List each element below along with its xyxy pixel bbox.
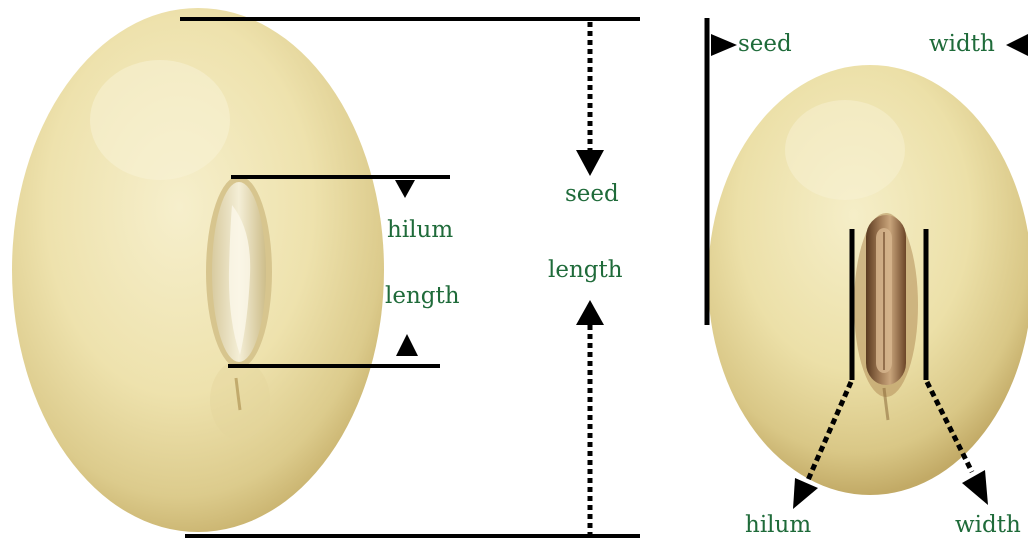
down-left-arrow-icon xyxy=(793,478,818,509)
left-seed xyxy=(12,8,384,532)
left-hilum-label: hilum xyxy=(387,219,453,242)
down-right-arrow-icon xyxy=(962,470,988,505)
right-seed-label: seed xyxy=(738,33,792,56)
left-arrow-icon xyxy=(1006,34,1028,56)
right-arrow-icon xyxy=(711,34,737,56)
right-seed xyxy=(708,65,1028,495)
seed-label: seed xyxy=(565,183,619,206)
left-length-label: length xyxy=(385,285,460,308)
up-arrow-icon xyxy=(396,334,418,356)
bottom-hilum-label: hilum xyxy=(745,514,811,537)
down-arrow-icon xyxy=(576,150,604,176)
seed-length-label: length xyxy=(548,259,623,282)
left-hilum xyxy=(206,176,272,368)
right-hilum xyxy=(854,213,918,397)
right-width-label: width xyxy=(929,33,995,56)
down-arrow-icon xyxy=(395,180,415,198)
up-arrow-icon xyxy=(576,300,604,325)
bottom-width-label: width xyxy=(955,514,1021,537)
